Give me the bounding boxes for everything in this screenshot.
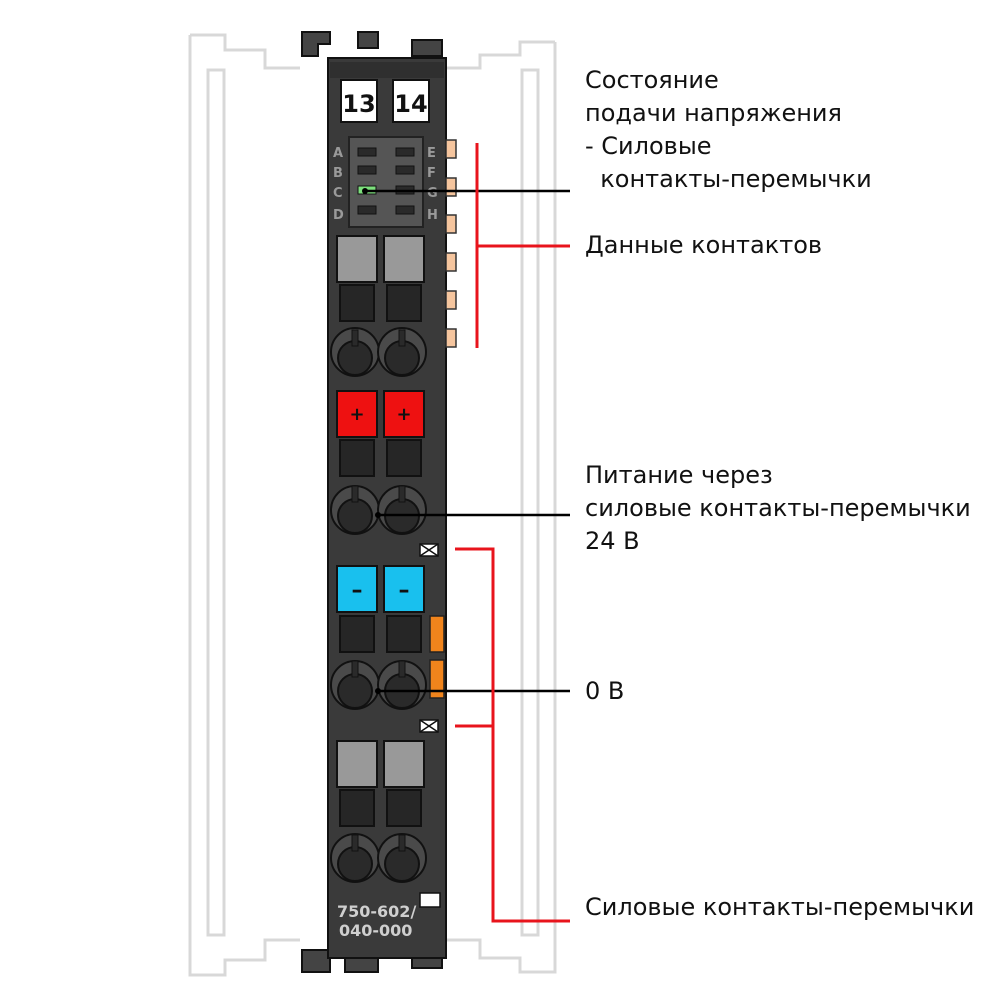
led-panel: A B C D E F G H <box>333 136 438 228</box>
plus-sign-right: + <box>396 404 411 425</box>
led-letter-a: A <box>333 146 343 161</box>
led-letter-f: F <box>427 166 436 181</box>
data-contacts <box>445 139 457 348</box>
callout-supply-24v: Питание через силовые контакты-перемычки… <box>585 459 971 558</box>
side-power-contacts <box>429 615 445 699</box>
callout-supply-24v-line-3: 24 В <box>585 527 640 555</box>
callout-supply-status-line-2: подачи напряжения <box>585 99 842 127</box>
callout-lines-black <box>365 189 570 693</box>
led-letter-h: H <box>427 208 438 223</box>
led-letter-d: D <box>333 208 344 223</box>
callout-supply-status-line-3: - Силовые <box>585 132 712 160</box>
callout-power-jumpers-line-1: Силовые контакты-перемычки <box>585 893 975 921</box>
label-14: 14 <box>394 90 427 118</box>
plus-sign-left: + <box>349 404 364 425</box>
callout-power-jumpers: Силовые контакты-перемычки <box>585 891 974 924</box>
terminal-labels: 13 14 <box>340 79 430 123</box>
callout-zero-v-line-1: 0 В <box>585 677 625 705</box>
led-letter-g: G <box>427 186 438 201</box>
model-line-1: 750-602/ <box>337 902 416 921</box>
led-letter-b: B <box>333 166 343 181</box>
callout-lines-red <box>455 143 570 923</box>
callout-supply-24v-line-1: Питание через <box>585 461 773 489</box>
terminal-group-4 <box>330 740 427 883</box>
minus-sign-left: – <box>352 578 363 603</box>
jumper-slots <box>419 543 441 908</box>
model-number: 750-602/ 040-000 <box>337 902 416 940</box>
terminal-group-1 <box>330 235 427 377</box>
callout-zero-v: 0 В <box>585 675 624 708</box>
callout-data-contacts-line-1: Данные контактов <box>585 231 823 259</box>
din-rail-outline <box>188 33 557 977</box>
callout-data-contacts: Данные контактов <box>585 229 822 262</box>
callout-supply-24v-line-2: силовые контакты-перемычки <box>585 494 971 522</box>
callout-supply-status-line-4: контакты-перемычки <box>585 165 872 193</box>
callout-supply-status-line-1: Состояние <box>585 66 719 94</box>
minus-sign-right: – <box>399 578 410 603</box>
label-13: 13 <box>342 90 375 118</box>
callout-supply-status: Состояние подачи напряжения - Силовые ко… <box>585 64 872 196</box>
led-letter-e: E <box>427 146 436 161</box>
led-letter-c: C <box>333 186 343 201</box>
model-line-2: 040-000 <box>339 921 412 940</box>
